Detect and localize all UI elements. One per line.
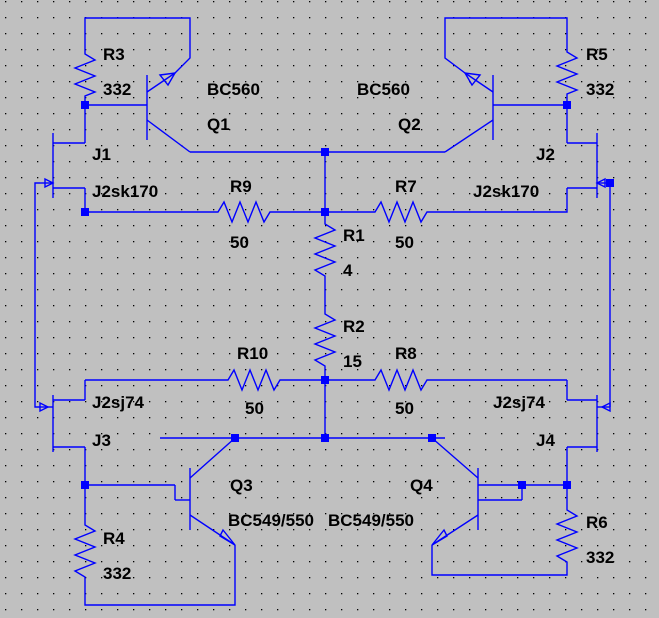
- label-r8-value: 50: [395, 399, 414, 418]
- label-q4: Q4: [410, 476, 433, 495]
- label-r8: R8: [395, 344, 417, 363]
- resistor-r1[interactable]: [313, 212, 337, 308]
- label-r3: R3: [103, 45, 125, 64]
- resistor-r9[interactable]: [210, 200, 325, 224]
- label-j3: J3: [92, 431, 111, 450]
- label-r7: R7: [395, 177, 417, 196]
- label-q1: Q1: [207, 115, 230, 134]
- label-j1: J1: [92, 145, 111, 164]
- label-r1-value: 4: [343, 261, 353, 280]
- resistor-r6[interactable]: [555, 485, 579, 570]
- label-r4: R4: [103, 529, 125, 548]
- label-q1-model: BC560: [207, 80, 260, 99]
- transistor-q1[interactable]: [85, 72, 191, 153]
- label-r10-value: 50: [245, 399, 264, 418]
- wire-r3-loop: [84, 17, 191, 74]
- label-q4-model: BC549/550: [328, 511, 414, 530]
- label-r6: R6: [586, 513, 608, 532]
- resistor-r4[interactable]: [73, 485, 97, 590]
- label-j2: J2: [536, 145, 555, 164]
- label-r9: R9: [230, 177, 252, 196]
- label-r4-value: 332: [103, 564, 131, 583]
- jfet-j3[interactable]: [39, 395, 85, 452]
- jfet-j1[interactable]: [40, 133, 85, 198]
- transistor-q3[interactable]: [174, 437, 236, 546]
- label-r2-value: 15: [343, 352, 362, 371]
- label-j4-model: J2sj74: [493, 393, 546, 412]
- wire-left-gates: [34, 182, 40, 408]
- wire-q3-emitter: [84, 545, 236, 606]
- jfet-j2[interactable]: [567, 133, 610, 198]
- label-q2-model: BC560: [357, 80, 410, 99]
- junctions: [81, 101, 614, 489]
- label-r6-value: 332: [586, 548, 614, 567]
- label-j4: J4: [536, 431, 555, 450]
- label-q3: Q3: [230, 476, 253, 495]
- label-q3-model: BC549/550: [228, 511, 314, 530]
- wire-j2: [440, 105, 568, 213]
- label-r10: R10: [237, 344, 268, 363]
- label-j3-model: J2sj74: [92, 393, 145, 412]
- label-r5-value: 332: [586, 80, 614, 99]
- label-r7-value: 50: [395, 233, 414, 252]
- transistor-q4[interactable]: [431, 437, 523, 546]
- label-r3-value: 332: [103, 80, 131, 99]
- resistor-r8[interactable]: [325, 368, 567, 392]
- wire-r5-loop: [444, 17, 568, 74]
- resistor-r3[interactable]: [73, 42, 97, 105]
- resistor-r2[interactable]: [313, 308, 337, 380]
- label-q2: Q2: [398, 115, 421, 134]
- jfet-j4[interactable]: [567, 395, 611, 452]
- label-r2: R2: [343, 317, 365, 336]
- transistor-q2[interactable]: [444, 72, 567, 153]
- label-r9-value: 50: [230, 233, 249, 252]
- wire-q4-emitter: [431, 545, 568, 576]
- resistor-r5[interactable]: [555, 40, 579, 105]
- resistor-r7[interactable]: [325, 200, 440, 224]
- label-j1-model: J2sk170: [92, 182, 158, 201]
- label-j2-model: J2sk170: [473, 182, 539, 201]
- label-r1: R1: [343, 226, 365, 245]
- label-r5: R5: [586, 45, 608, 64]
- resistor-r10[interactable]: [85, 368, 325, 392]
